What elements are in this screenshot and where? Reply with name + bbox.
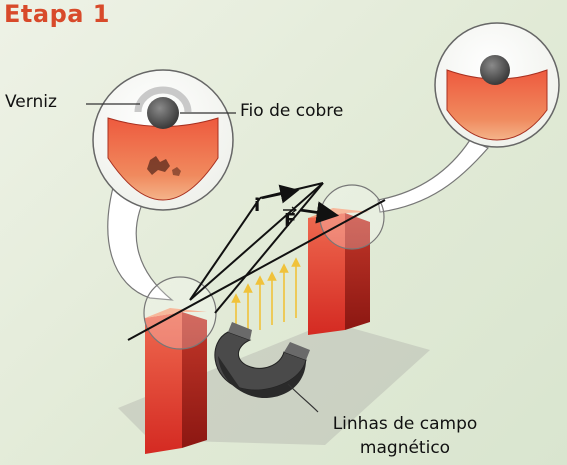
field-lines-leader-line: [287, 383, 319, 413]
force-arrow: [299, 201, 340, 224]
field-lines-label-line1: Linhas de campo: [332, 414, 478, 434]
copper-wire-loop: [127, 182, 386, 341]
field-lines-label-line2: magnético: [359, 438, 451, 458]
horseshoe-magnet-icon: [214, 322, 310, 399]
copper-wire-label: Fio de cobre: [240, 101, 344, 121]
page-title: Etapa 1: [4, 0, 110, 28]
left-support-pillar: [145, 308, 207, 454]
magnetic-field-lines: [231, 257, 301, 340]
wire-loop-left-side: [189, 197, 261, 301]
force-label: F: [284, 210, 297, 231]
wire-rail-right: [189, 182, 324, 301]
magnified-wire-bubble-left: [92, 69, 234, 211]
wire-cross-section-icon: [134, 86, 192, 129]
magnified-wire-bubble-right: [434, 22, 560, 148]
current-label: i: [254, 195, 261, 216]
wire-loop-right-side: [214, 182, 324, 314]
right-support-pillar: [308, 208, 370, 335]
wire-rail-front: [127, 199, 386, 341]
wire-cross-section-icon: [480, 55, 510, 85]
current-arrow: [261, 184, 300, 204]
varnish-label: Verniz: [5, 92, 57, 112]
